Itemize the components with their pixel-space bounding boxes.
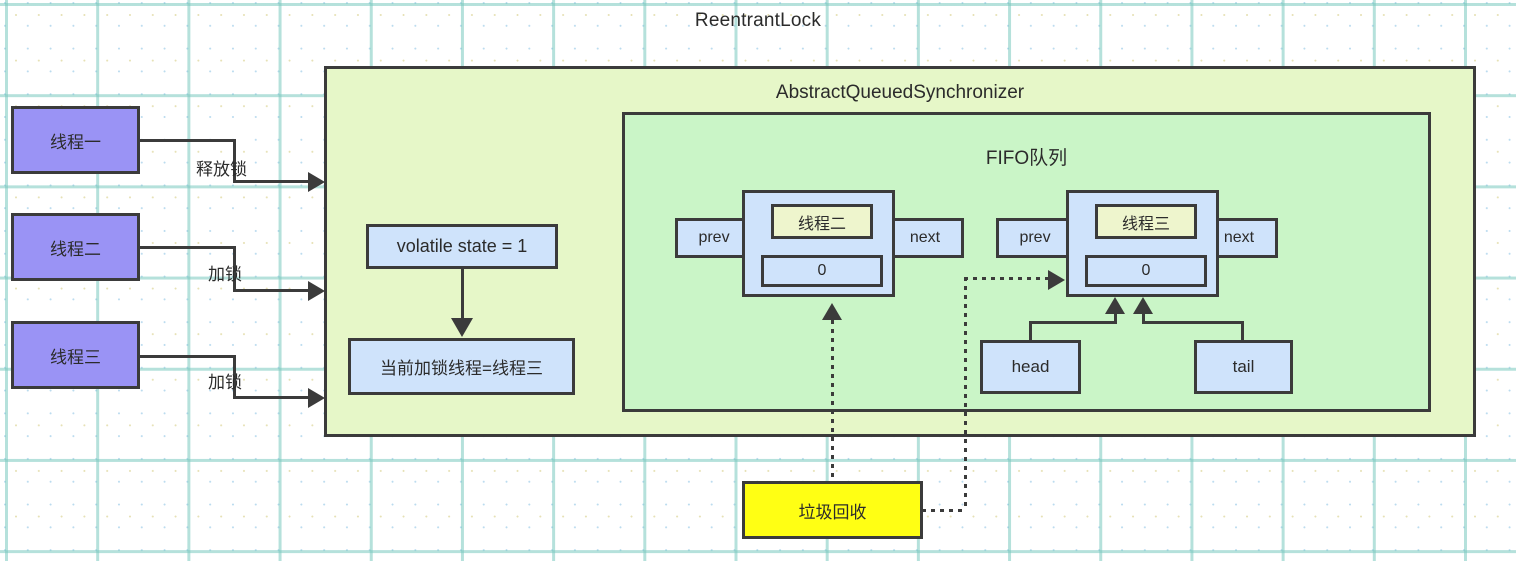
queue-node-2-next-label: next	[1223, 229, 1255, 246]
queue-node-1-next-label: next	[909, 229, 941, 246]
connector-thread1-v	[233, 139, 236, 183]
volatile-state-box[interactable]: volatile state = 1	[366, 224, 558, 269]
connector-head-stub	[1114, 310, 1117, 322]
connector-state-owner-line	[461, 269, 464, 321]
gc-dotted-line-to-node1	[831, 320, 834, 482]
connector-tail-stub	[1142, 310, 1145, 322]
thread-box-3[interactable]: 线程三	[11, 321, 140, 389]
queue-node-2-prev[interactable]: prev	[996, 218, 1074, 258]
volatile-state-label: volatile state = 1	[396, 236, 528, 256]
connector-thread3-arrowhead	[308, 388, 325, 408]
queue-node-2-waitstatus: 0	[1085, 255, 1207, 287]
gc-label: 垃圾回收	[798, 502, 867, 522]
connector-state-owner-arrowhead	[451, 318, 473, 337]
gc-dotted-line-to-node2	[964, 277, 1052, 280]
connector-thread3-h2	[233, 396, 311, 399]
queue-node-1-thread-label: 线程二	[797, 215, 846, 233]
queue-node-2[interactable]: 线程三 0	[1066, 190, 1219, 297]
gc-box[interactable]: 垃圾回收	[742, 481, 923, 539]
connector-tail-v	[1241, 321, 1244, 342]
queue-node-1-next[interactable]: next	[886, 218, 964, 258]
queue-node-2-prev-label: prev	[1019, 229, 1051, 246]
edge-label-thread1: 释放锁	[196, 160, 247, 179]
thread-box-2-label: 线程二	[50, 239, 101, 259]
gc-dotted-line-vertical	[964, 277, 967, 511]
connector-tail-arrowhead	[1133, 297, 1153, 314]
page-title: ReentrantLock	[694, 10, 822, 31]
current-lock-owner-box[interactable]: 当前加锁线程=线程三	[348, 338, 575, 395]
gc-dotted-line-right	[922, 509, 967, 512]
connector-thread1-h2	[233, 180, 311, 183]
head-pointer-label: head	[1011, 357, 1050, 376]
gc-arrowhead-node1	[822, 303, 842, 320]
thread-box-3-label: 线程三	[50, 347, 101, 367]
aqs-container-title: AbstractQueuedSynchronizer	[775, 82, 1025, 103]
connector-thread3-v	[233, 355, 236, 399]
queue-node-1-thread: 线程二	[771, 204, 873, 239]
connector-thread1-h1	[140, 139, 236, 142]
queue-node-1-waitstatus: 0	[761, 255, 883, 287]
fifo-queue-title: FIFO队列	[985, 148, 1068, 169]
queue-node-1-prev[interactable]: prev	[675, 218, 753, 258]
connector-head-arrowhead	[1105, 297, 1125, 314]
connector-tail-h	[1142, 321, 1244, 324]
connector-thread2-h2	[233, 289, 311, 292]
connector-head-h	[1029, 321, 1117, 324]
connector-thread3-h1	[140, 355, 236, 358]
connector-thread1-arrowhead	[308, 172, 325, 192]
queue-node-2-thread: 线程三	[1095, 204, 1197, 239]
thread-box-1[interactable]: 线程一	[11, 106, 140, 174]
queue-node-2-waitstatus-label: 0	[1141, 262, 1151, 279]
thread-box-2[interactable]: 线程二	[11, 213, 140, 281]
head-pointer-box[interactable]: head	[980, 340, 1081, 394]
queue-node-1[interactable]: 线程二 0	[742, 190, 895, 297]
edge-label-thread3: 加锁	[208, 373, 242, 392]
connector-thread2-arrowhead	[308, 281, 325, 301]
edge-label-thread2: 加锁	[208, 265, 242, 284]
queue-node-1-prev-label: prev	[698, 229, 730, 246]
thread-box-1-label: 线程一	[50, 132, 101, 152]
connector-head-v	[1029, 321, 1032, 342]
current-lock-owner-label: 当前加锁线程=线程三	[380, 359, 543, 378]
gc-arrowhead-node2	[1048, 270, 1065, 290]
queue-node-1-waitstatus-label: 0	[817, 262, 827, 279]
tail-pointer-box[interactable]: tail	[1194, 340, 1293, 394]
connector-thread2-v	[233, 246, 236, 292]
tail-pointer-label: tail	[1232, 357, 1255, 376]
queue-node-2-thread-label: 线程三	[1121, 215, 1170, 233]
connector-thread2-h1	[140, 246, 236, 249]
